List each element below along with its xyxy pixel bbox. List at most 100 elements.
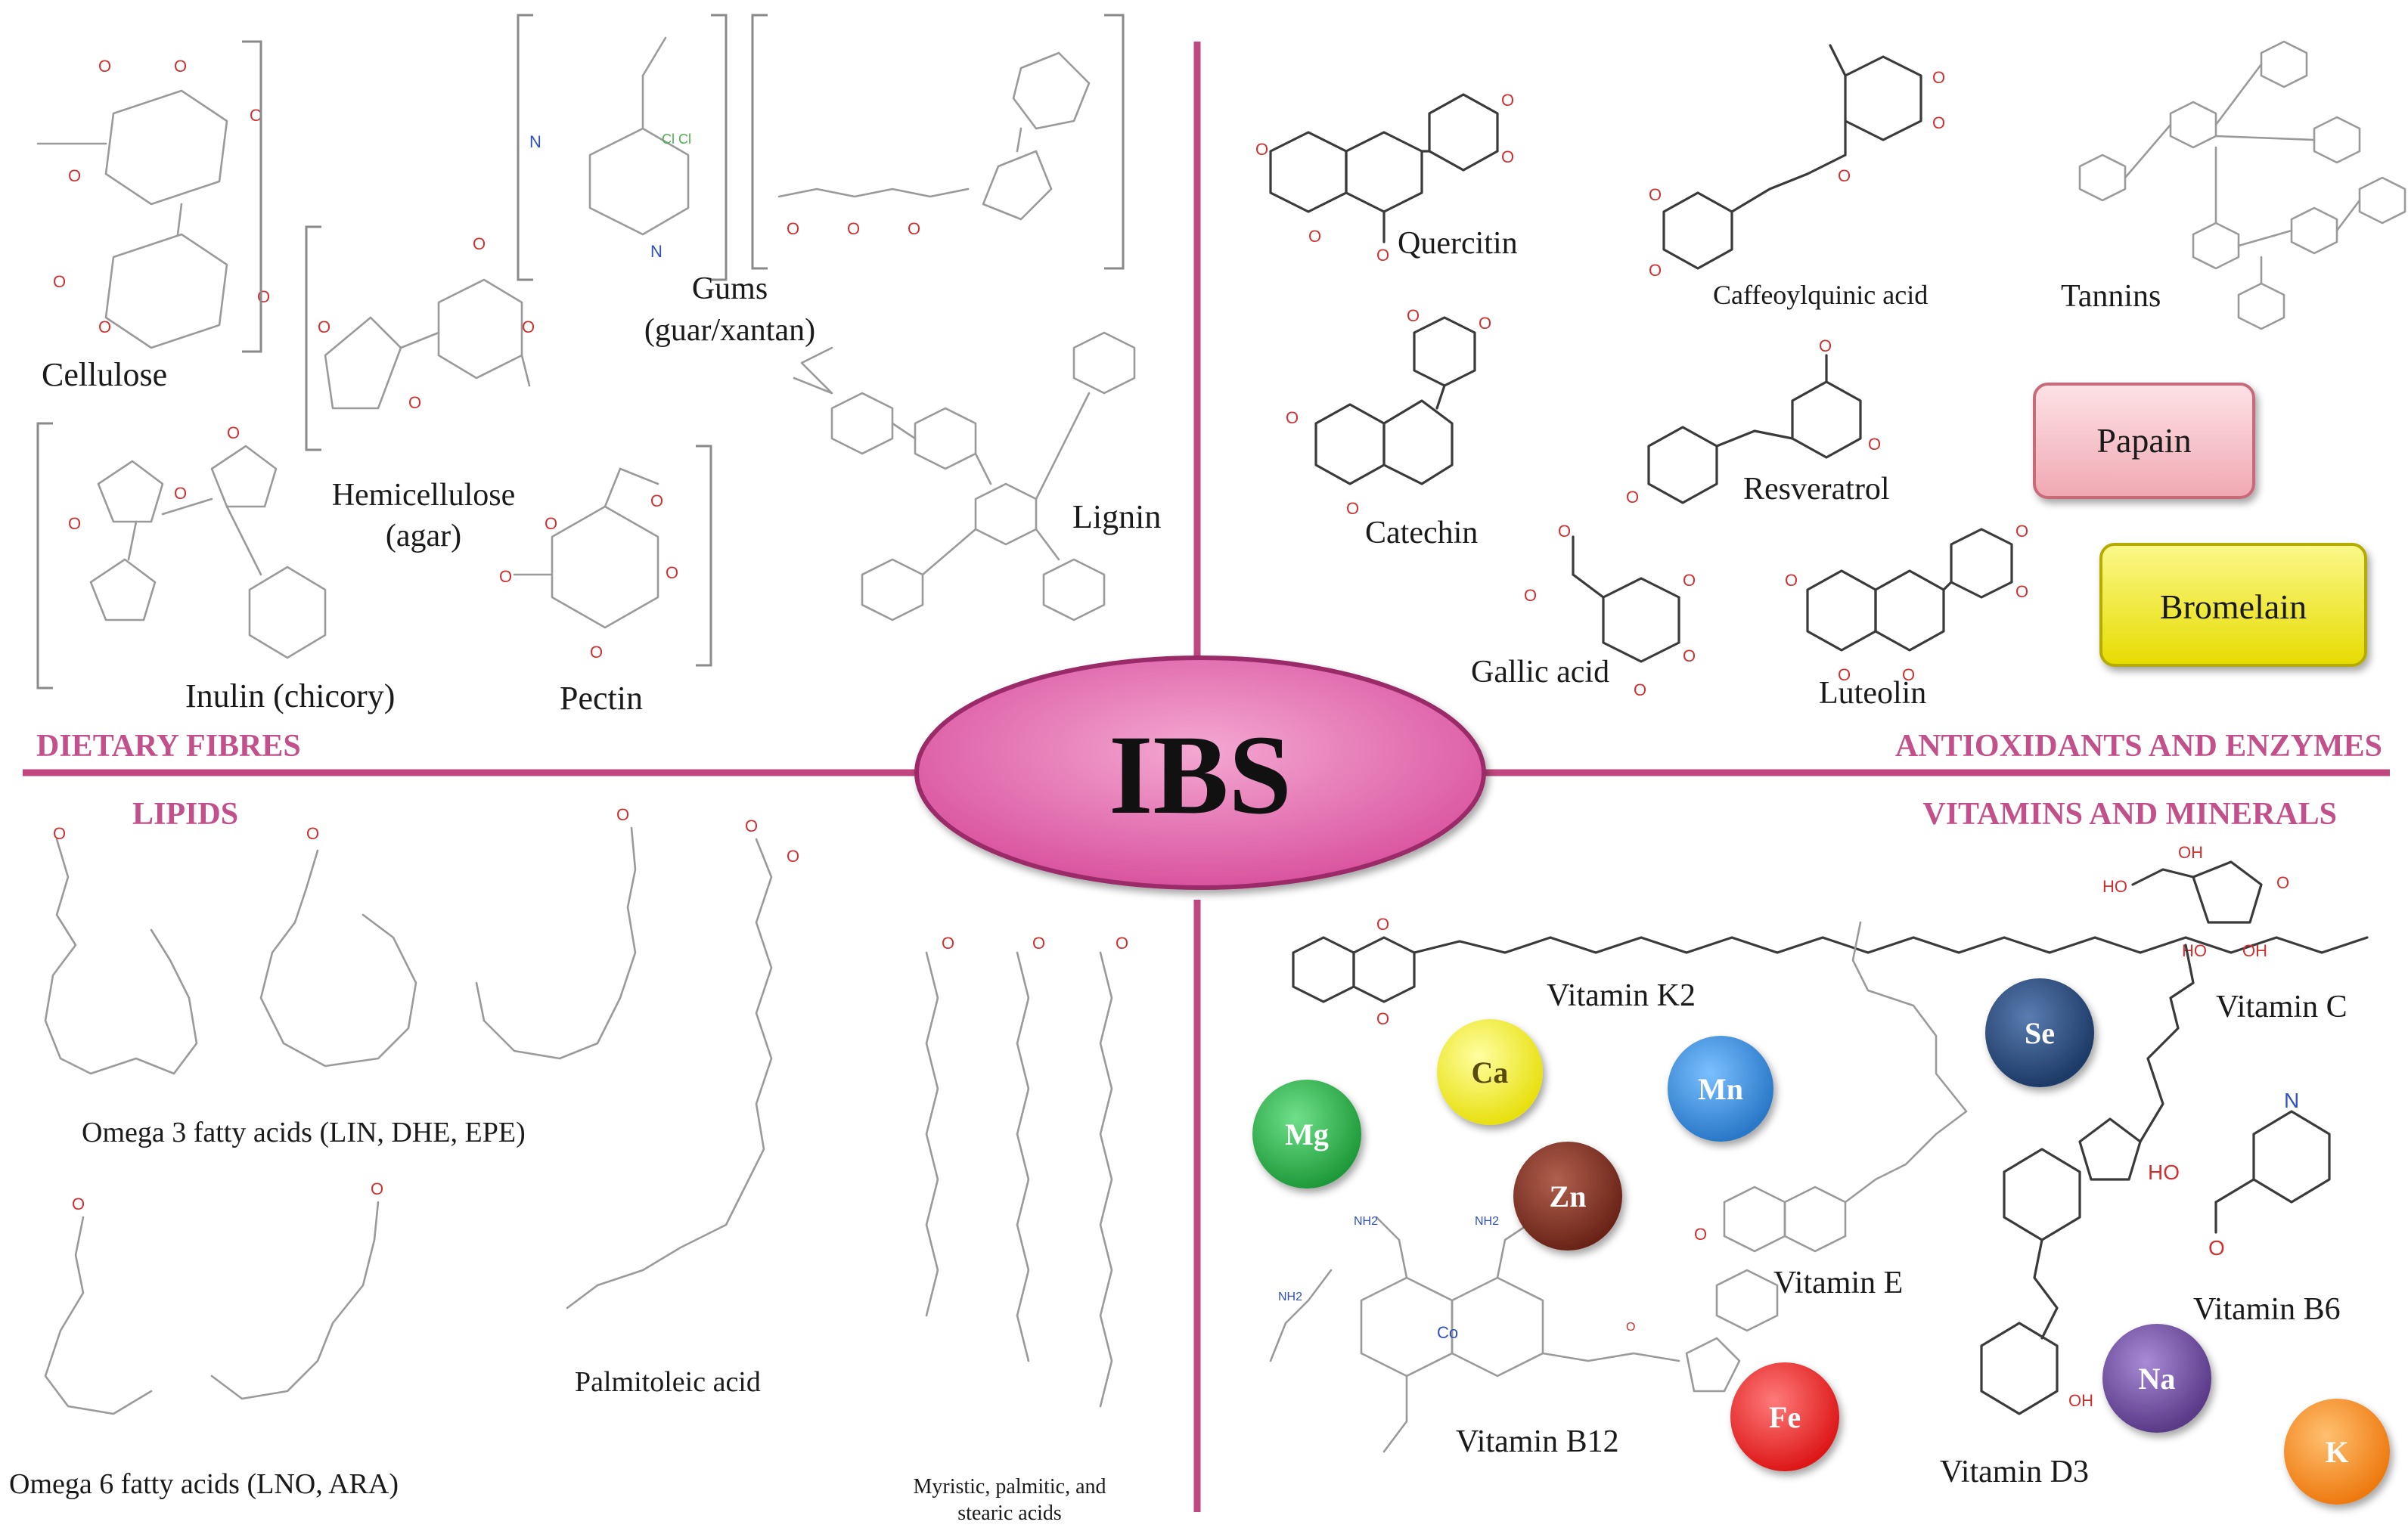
label-resveratrol: Resveratrol	[1743, 472, 1890, 507]
svg-text:O: O	[787, 847, 799, 866]
svg-text:O: O	[545, 514, 557, 533]
svg-text:O: O	[1868, 435, 1881, 454]
omega6-structures: OO	[44, 1179, 383, 1415]
ibs-center: IBS	[914, 655, 1486, 890]
svg-text:O: O	[473, 234, 486, 253]
svg-text:O: O	[1649, 185, 1662, 204]
svg-text:O: O	[1649, 261, 1662, 280]
label-vitamin-k2: Vitamin K2	[1547, 978, 1696, 1013]
pectin-structure: OO OOO	[499, 445, 712, 667]
label-tannins: Tannins	[2061, 279, 2161, 314]
svg-text:O: O	[174, 57, 187, 76]
svg-text:O: O	[847, 219, 860, 238]
svg-text:OH: OH	[2068, 1391, 2093, 1410]
svg-text:O: O	[1634, 680, 1646, 699]
svg-text:O: O	[1838, 665, 1851, 684]
svg-text:O: O	[1376, 915, 1389, 934]
label-vitamin-e: Vitamin E	[1773, 1266, 1903, 1300]
label-lignin: Lignin	[1072, 498, 1161, 535]
svg-text:O: O	[318, 318, 330, 336]
hemicellulose-structure: OO OO	[305, 225, 535, 451]
header-antioxidants-enzymes: ANTIOXIDANTS AND ENZYMES	[1895, 729, 2382, 764]
svg-text:O: O	[257, 287, 270, 306]
mineral-fe-symbol: Fe	[1769, 1400, 1801, 1434]
svg-text:O: O	[227, 423, 240, 442]
svg-text:OH: OH	[2178, 843, 2203, 862]
svg-text:O: O	[1683, 646, 1696, 665]
antioxidant-structures: O O O O O O O O O O	[1255, 40, 2406, 699]
svg-text:O: O	[1785, 571, 1798, 590]
mineral-ca: Ca	[1437, 1019, 1543, 1125]
papain-box: Papain	[2033, 383, 2255, 499]
lipid-labels: LIPIDS Omega 3 fatty acids (LIN, DHE, EP…	[9, 797, 1106, 1525]
svg-text:N: N	[650, 242, 663, 261]
mineral-se-symbol: Se	[2025, 1016, 2055, 1050]
svg-text:O: O	[908, 219, 920, 238]
label-papain: Papain	[2096, 421, 2191, 460]
svg-text:O: O	[174, 484, 187, 503]
svg-text:N: N	[2284, 1089, 2299, 1112]
label-vitamin-b6: Vitamin B6	[2193, 1292, 2341, 1327]
label-palmitoleic: Palmitoleic acid	[575, 1366, 761, 1398]
svg-text:O: O	[2208, 1236, 2225, 1260]
svg-text:O: O	[306, 824, 319, 843]
resveratrol-structure: OOO	[1626, 336, 1881, 507]
antioxidant-labels: Quercitin Caffeoylquinic acid Tannins Ca…	[1365, 226, 2382, 764]
label-vitamin-c: Vitamin C	[2216, 990, 2347, 1024]
svg-text:O: O	[1346, 499, 1359, 518]
minerals: Mg Ca Mn Se Zn Fe Na K	[1252, 978, 2390, 1505]
svg-text:HO: HO	[2148, 1161, 2180, 1184]
label-saturated-line2: stearic acids	[957, 1502, 1062, 1525]
svg-text:HO: HO	[2102, 877, 2127, 896]
palmitoleic-structure: OO	[566, 817, 799, 1309]
svg-text:OH: OH	[2242, 941, 2267, 960]
vitamin-b12-structure: Co NH2 NH2 NH2 O	[1269, 1215, 1779, 1453]
svg-text:Cl Cl: Cl Cl	[662, 132, 691, 147]
bromelain-box: Bromelain	[2099, 543, 2367, 667]
svg-text:O: O	[2276, 873, 2289, 892]
vitamin-c-structure: HO OH HO OH O	[2102, 843, 2289, 960]
dietary-fibres-labels: Cellulose Gums (guar/xantan) Hemicellulo…	[36, 271, 1161, 764]
svg-text:O: O	[98, 57, 111, 76]
mineral-mn: Mn	[1668, 1036, 1773, 1142]
svg-text:O: O	[1286, 408, 1299, 427]
vitamin-labels: VITAMINS AND MINERALS Vitamin K2 Vitamin…	[1456, 797, 2347, 1489]
mineral-mn-symbol: Mn	[1698, 1072, 1743, 1106]
svg-text:O: O	[2015, 582, 2028, 601]
mineral-k: K	[2284, 1399, 2390, 1505]
vitamin-e-structure: O	[1694, 921, 1968, 1253]
svg-text:O: O	[1407, 306, 1420, 325]
svg-text:O: O	[1558, 522, 1571, 541]
label-gallic-acid: Gallic acid	[1471, 655, 1609, 690]
label-vitamin-d3: Vitamin D3	[1940, 1455, 2089, 1489]
svg-text:O: O	[1819, 336, 1832, 355]
mineral-ca-symbol: Ca	[1472, 1055, 1509, 1089]
svg-text:O: O	[499, 567, 512, 586]
svg-text:NH2: NH2	[1354, 1215, 1378, 1228]
label-omega3: Omega 3 fatty acids (LIN, DHE, EPE)	[82, 1117, 526, 1148]
svg-text:NH2: NH2	[1278, 1291, 1302, 1303]
label-caffeoylquinic: Caffeoylquinic acid	[1713, 280, 1928, 310]
svg-text:O: O	[53, 272, 66, 291]
svg-text:O: O	[1694, 1225, 1707, 1244]
caffeoylquinic-structure: OO OOO	[1649, 44, 1945, 280]
svg-text:O: O	[942, 934, 954, 953]
header-lipids: LIPIDS	[132, 797, 238, 832]
svg-text:O: O	[53, 824, 66, 843]
svg-text:N: N	[529, 132, 541, 151]
vitamin-k2-structure: OO	[1292, 915, 2369, 1028]
svg-text:O: O	[590, 643, 603, 662]
label-hemicellulose-line2: (agar)	[386, 519, 461, 553]
mineral-se: Se	[1985, 978, 2094, 1087]
svg-text:O: O	[1255, 140, 1268, 159]
mineral-mg-symbol: Mg	[1285, 1117, 1329, 1151]
label-catechin: Catechin	[1365, 516, 1478, 550]
svg-text:O: O	[72, 1195, 85, 1213]
tannins-structure	[2078, 40, 2406, 330]
luteolin-structure: OO OOO	[1785, 522, 2028, 684]
svg-text:O: O	[1932, 68, 1945, 87]
